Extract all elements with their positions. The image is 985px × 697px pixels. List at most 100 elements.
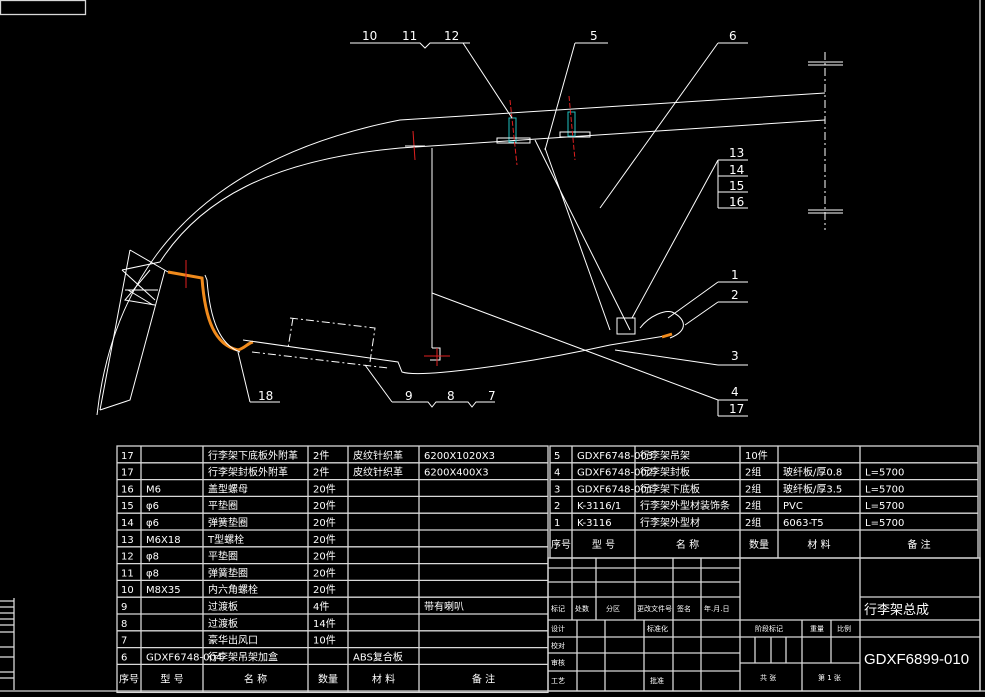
outer-profile — [639, 311, 684, 339]
table-cell: 16 — [121, 484, 134, 495]
balloon-4: 4 — [731, 385, 739, 399]
label-scale: 比例 — [837, 624, 851, 633]
table-cell: 7 — [121, 636, 127, 647]
table-cell: K-3116/1 — [577, 501, 621, 512]
balloon-17: 17 — [729, 402, 744, 416]
table-cell: 20件 — [313, 534, 336, 546]
bom-table-left: 17 行李架下底板外附革 2件 皮纹针织革 6200X1020X3 17 行李架封板外附革 2… — [116, 445, 549, 694]
table-cell: φ8 — [146, 568, 159, 579]
table-cell: L=5700 — [865, 501, 904, 512]
table-cell: 过渡板 — [208, 600, 238, 613]
label-sheet-no: 第 1 张 — [818, 673, 841, 682]
roof-structure — [96, 92, 826, 416]
table-cell: 2组 — [745, 482, 761, 495]
balloon-11: 11 — [402, 29, 417, 43]
balloon-9: 9 — [405, 389, 413, 403]
label-sheets-total: 共 张 — [760, 673, 776, 682]
rev-header-mark: 标记 — [551, 604, 565, 613]
drawing-title: 行李架总成 — [864, 603, 929, 618]
balloon-6: 6 — [729, 29, 737, 43]
table-cell: 20件 — [313, 584, 336, 596]
table-cell: 10 — [121, 585, 134, 596]
label-standardize: 标准化 — [647, 624, 668, 633]
table-cell: K-3116 — [577, 518, 612, 529]
table-cell: 行李架吊架加盒 — [208, 650, 278, 663]
table-cell: 行李架外型材 — [640, 516, 700, 529]
table-cell: φ6 — [146, 501, 159, 512]
table-cell: 8 — [121, 619, 127, 630]
table-cell: 2组 — [745, 466, 761, 479]
table-header-cell: 数量 — [749, 538, 769, 551]
table-cell: 盖型螺母 — [208, 482, 248, 495]
table-header-cell: 序号 — [119, 672, 139, 685]
bolt-icon — [185, 95, 591, 366]
balloon-12: 12 — [444, 29, 459, 43]
table-header-cell: 备 注 — [907, 538, 930, 551]
table-cell: 行李架下底板 — [640, 482, 700, 495]
table-cell: 1 — [554, 518, 560, 529]
table-cell: 10件 — [313, 635, 336, 647]
label-approve: 批准 — [650, 676, 664, 685]
balloon-7: 7 — [488, 389, 496, 403]
table-header-cell: 序号 — [551, 538, 571, 551]
table-cell: M6X18 — [146, 535, 181, 546]
table-cell: 2 — [554, 501, 560, 512]
table-cell: 6063-T5 — [783, 518, 824, 529]
table-cell: 4 — [554, 468, 560, 479]
table-cell: 弹簧垫圈 — [208, 566, 248, 579]
table-cell: GDXF6748-004 — [146, 652, 222, 663]
table-cell: 4件 — [313, 601, 329, 613]
table-cell: 行李架外型材装饰条 — [640, 499, 730, 512]
table-cell: 弹簧垫圈 — [208, 516, 248, 529]
label-stage-mark: 阶段标记 — [755, 624, 783, 633]
table-cell: 11 — [121, 568, 134, 579]
table-cell: 平垫圈 — [208, 550, 238, 563]
table-cell: M8X35 — [146, 585, 181, 596]
table-cell: L=5700 — [865, 518, 904, 529]
table-cell: 玻纤板/厚3.5 — [783, 482, 842, 495]
trim-panel-orange — [167, 270, 254, 352]
table-cell: 10件 — [745, 450, 768, 462]
centerline-break — [808, 52, 843, 230]
table-cell: 20件 — [313, 567, 336, 579]
title-block-grid — [547, 557, 981, 692]
rev-header-sign: 签名 — [677, 604, 691, 613]
table-cell: 17 — [121, 468, 134, 479]
table-cell: 3 — [554, 484, 560, 495]
table-cell: T型螺栓 — [207, 533, 244, 546]
table-cell: φ8 — [146, 552, 159, 563]
balloon-14: 14 — [729, 163, 744, 177]
label-design: 设计 — [551, 624, 565, 633]
table-cell: 6200X1020X3 — [424, 451, 495, 462]
table-cell: 行李架吊架 — [640, 449, 690, 462]
table-cell: 5 — [554, 451, 560, 462]
table-cell: L=5700 — [865, 468, 904, 479]
label-process: 工艺 — [551, 677, 565, 685]
table-header-cell: 型 号 — [160, 672, 183, 685]
table-cell: 6200X400X3 — [424, 468, 489, 479]
table-cell: L=5700 — [865, 484, 904, 495]
left-strip-ticks — [0, 600, 14, 679]
table-cell: 17 — [121, 451, 134, 462]
table-cell: 豪华出风口 — [208, 634, 258, 647]
label-check: 校对 — [551, 641, 565, 650]
balloon-2: 2 — [731, 288, 739, 302]
table-cell: 行李架下底板外附革 — [208, 449, 298, 462]
table-cell: 行李架封板外附革 — [208, 466, 288, 479]
table-cell: 20件 — [313, 500, 336, 512]
table-cell: 15 — [121, 501, 134, 512]
table-cell: 2件 — [313, 467, 329, 479]
table-cell: 6 — [121, 652, 127, 663]
table-cell: M6 — [146, 484, 161, 495]
balloon-1: 1 — [731, 268, 739, 282]
balloon-5: 5 — [590, 29, 598, 43]
rev-header-docno: 更改文件号 — [637, 604, 672, 613]
balloon-15: 15 — [729, 179, 744, 193]
table-cell: 皮纹针织革 — [353, 466, 403, 479]
table-cell: ABS复合板 — [353, 650, 403, 663]
table-cell: 14件 — [313, 618, 336, 630]
table-cell: GDXF6748-002 — [577, 468, 653, 479]
rev-header-count: 处数 — [575, 604, 589, 613]
label-weight: 重量 — [810, 625, 824, 633]
